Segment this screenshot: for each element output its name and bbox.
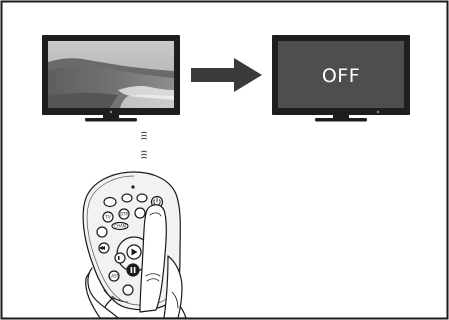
remote-button [123,285,133,295]
tv-on-power-led [110,111,112,113]
tv-off-power-led [377,111,379,113]
remote-button [115,253,125,263]
tv-off: OFF [272,35,410,122]
remote-button [104,198,116,207]
tv-on [42,35,180,122]
remote-ir-led [131,185,134,188]
off-text: OFF [322,65,360,87]
pause-button [127,264,139,276]
dtr-button-label: DTR [120,212,129,217]
remote-button [135,208,145,218]
tv-button-label: TV [104,215,110,220]
last-button-label: LAST [109,274,120,279]
tv-on-neck [103,115,119,118]
tv-off-stand [315,118,367,122]
tv-off-neck [333,115,349,118]
chan-button-label: CHAN [114,224,126,229]
remote-button [122,194,132,202]
remote-button [137,194,147,202]
tv-on-stand [85,118,137,122]
tv-on-screen [48,41,174,108]
remote-button [97,227,107,237]
